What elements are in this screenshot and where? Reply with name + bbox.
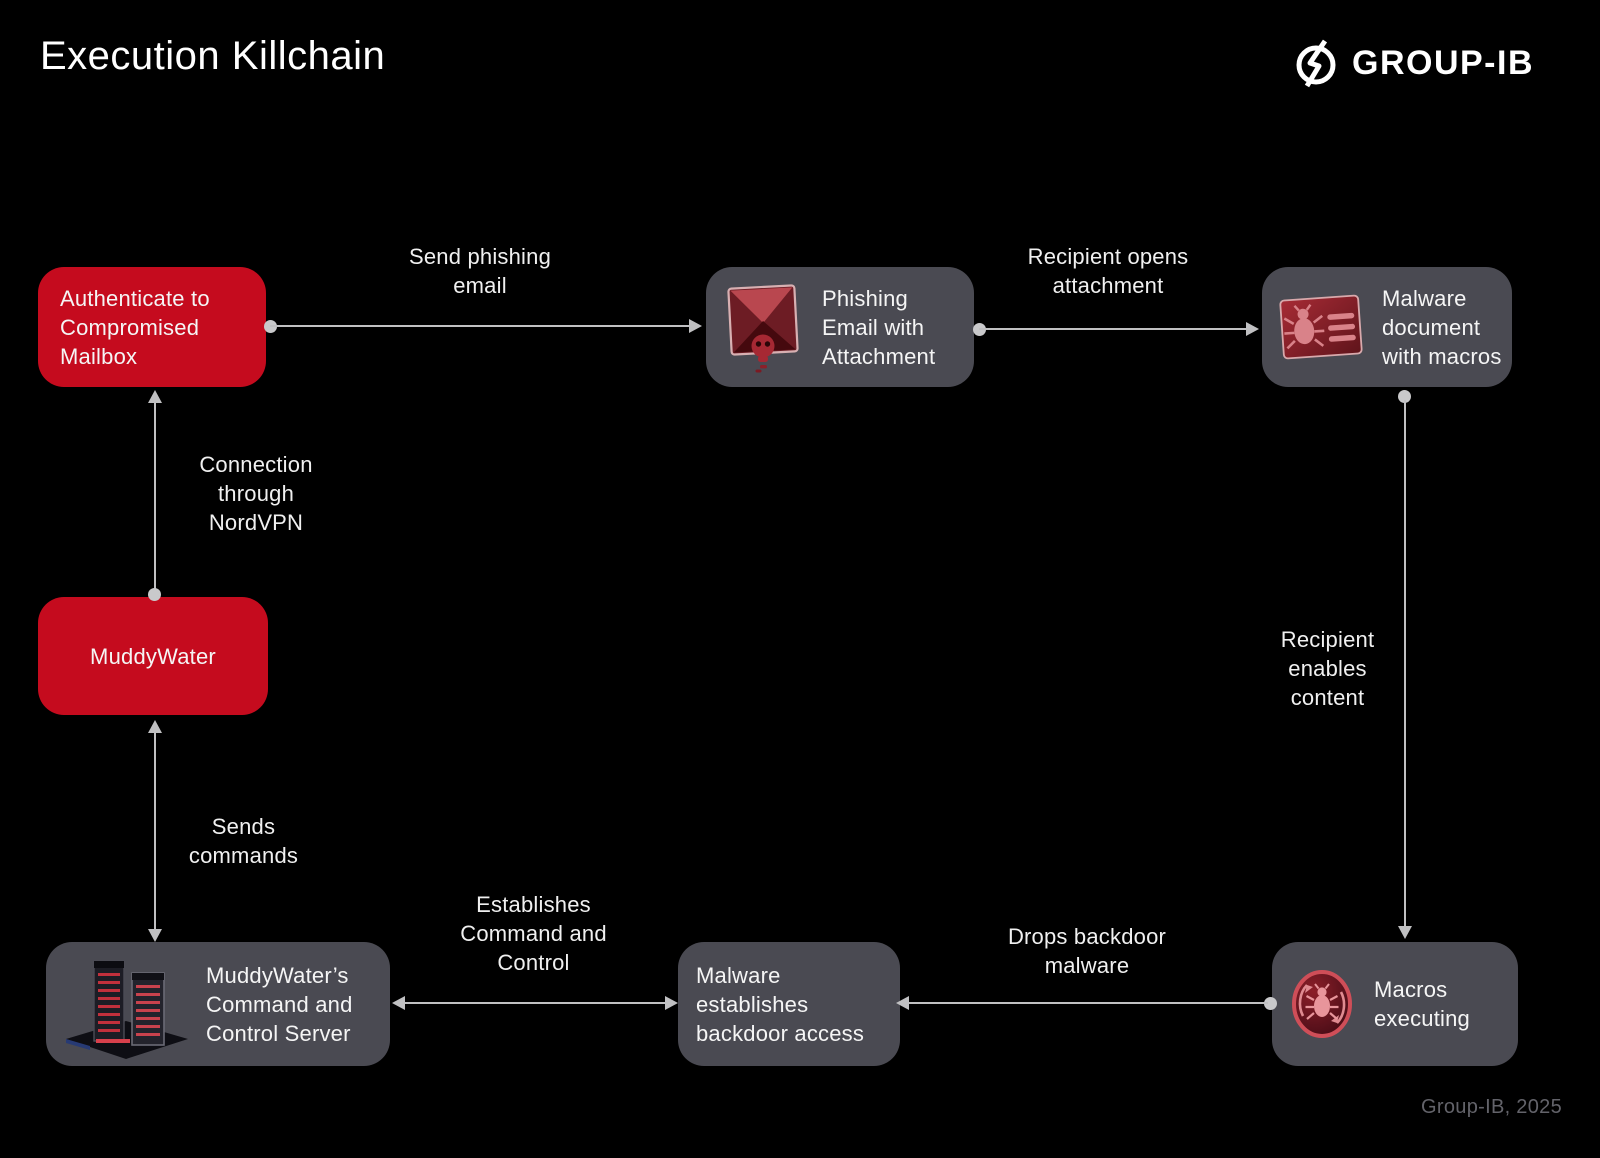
edge-recipient-opens-arrowhead (1246, 322, 1259, 336)
node-malware-document: Malware document with macros (1262, 267, 1512, 387)
edge-drops-backdoor-origin-dot (1264, 997, 1277, 1010)
edge-recipient-enables-arrowhead (1398, 926, 1412, 939)
edge-drops-backdoor-line (908, 1002, 1268, 1004)
node-macros-executing: Macros executing (1272, 942, 1518, 1066)
group-ib-logo: GROUP-IB (1293, 38, 1534, 88)
malware-document-icon (1279, 294, 1363, 360)
macros-bug-icon (1292, 970, 1352, 1038)
copyright-credit: Group-IB, 2025 (1421, 1096, 1562, 1118)
node-label: MuddyWater’s Command and Control Server (206, 962, 353, 1046)
edge-sends-commands-label: Sends commands (188, 814, 299, 868)
edge-drops-backdoor-arrowhead (896, 996, 909, 1010)
node-backdoor-access: Malware establishes backdoor access (678, 942, 900, 1066)
node-label: Macros executing (1374, 977, 1470, 1031)
node-phishing-email: Phishing Email with Attachment (706, 267, 974, 387)
brand-name: GROUP-IB (1352, 43, 1534, 82)
node-c2-server: MuddyWater’s Command and Control Server (46, 942, 390, 1066)
page-title: Execution Killchain (40, 34, 386, 78)
node-muddywater: MuddyWater (38, 597, 268, 715)
edge-drops-backdoor-label: Drops backdoor malware (1007, 924, 1167, 978)
edge-establishes-cc-label: Establishes Command and Control (460, 892, 607, 975)
edge-recipient-enables-line (1404, 400, 1406, 926)
edge-send-phishing-line (270, 325, 690, 327)
node-label: Phishing Email with Attachment (822, 285, 936, 369)
edge-sends-commands-arrowhead-bottom (148, 929, 162, 942)
edge-recipient-opens-line (979, 328, 1247, 330)
edge-connection-nordvpn-origin-dot (148, 588, 161, 601)
edge-connection-nordvpn-arrowhead (148, 390, 162, 403)
node-label: Malware document with macros (1382, 285, 1502, 369)
server-towers-icon (66, 960, 188, 1059)
node-authenticate-mailbox: Authenticate to Compromised Mailbox (38, 267, 266, 387)
edge-sends-commands-arrowhead-top (148, 720, 162, 733)
edge-establishes-cc-arrowhead-right (665, 996, 678, 1010)
node-label: MuddyWater (90, 643, 216, 669)
group-ib-mark-icon (1296, 39, 1336, 88)
edge-establishes-cc-line (404, 1002, 668, 1004)
edge-send-phishing-arrowhead (689, 319, 702, 333)
edge-establishes-cc-arrowhead-left (392, 996, 405, 1010)
node-label: Authenticate to Compromised Mailbox (60, 285, 210, 369)
edge-connection-nordvpn-line (154, 400, 156, 590)
edge-recipient-enables-label: Recipient enables content (1280, 627, 1375, 710)
phishing-email-icon (727, 284, 799, 373)
edge-sends-commands-line (154, 732, 156, 930)
edge-connection-nordvpn-label: Connection through NordVPN (199, 452, 313, 535)
edge-recipient-enables-origin-dot (1398, 390, 1411, 403)
edge-send-phishing-label: Send phishing email (408, 244, 552, 298)
node-label: Malware establishes backdoor access (696, 962, 865, 1046)
edge-recipient-opens-label: Recipient opens attachment (1027, 244, 1189, 298)
